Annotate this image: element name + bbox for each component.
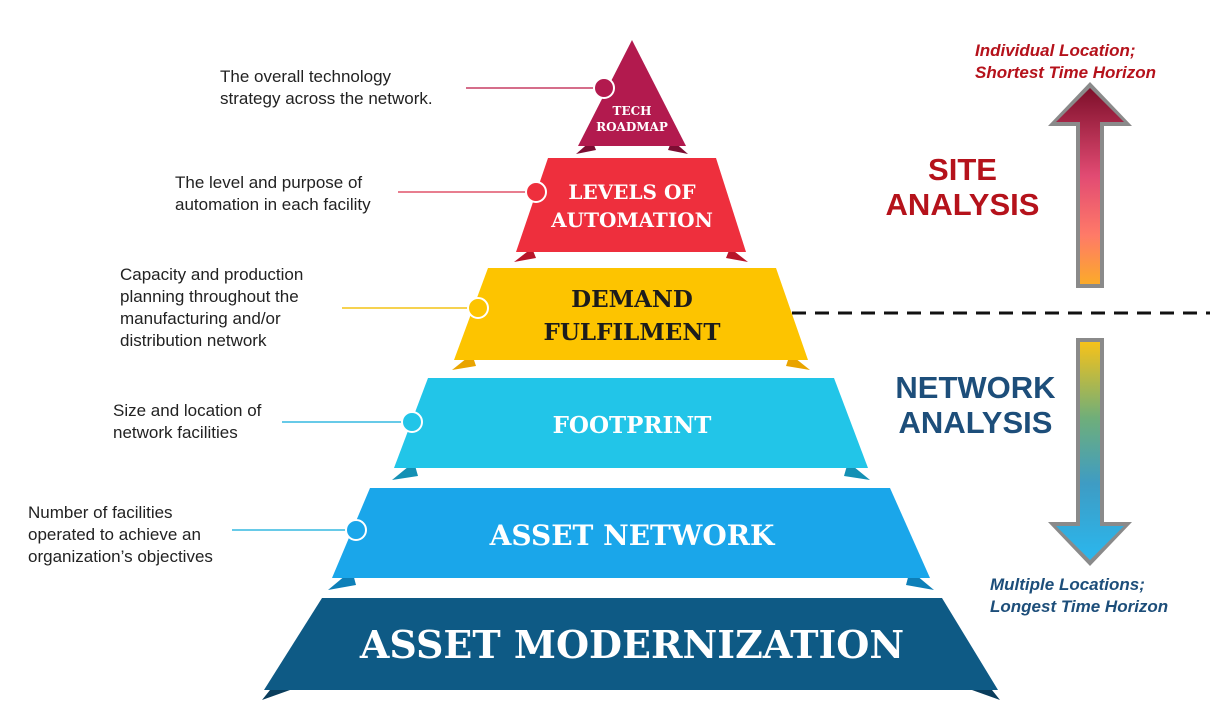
bottom-note-line: Multiple Locations; — [990, 575, 1145, 594]
description-line: organization’s objectives — [28, 547, 213, 566]
bottom-note: Multiple Locations; Longest Time Horizon — [990, 574, 1168, 618]
description-line: operated to achieve an — [28, 525, 201, 544]
arrow-up-icon — [1048, 82, 1132, 288]
level-demand-fulfilment: DEMAND FULFILMENT — [342, 268, 810, 370]
site-analysis-title: SITE ANALYSIS — [885, 152, 1040, 222]
description-levels-of-automation: The level and purpose of automation in e… — [175, 172, 371, 216]
description-demand-fulfilment: Capacity and production planning through… — [120, 264, 303, 352]
level-label-line2: ROADMAP — [596, 120, 668, 134]
description-line: The level and purpose of — [175, 173, 363, 192]
site-analysis-line: ANALYSIS — [885, 187, 1040, 222]
top-note: Individual Location; Shortest Time Horiz… — [975, 40, 1156, 84]
level-tech-roadmap: TECH ROADMAP — [466, 40, 688, 154]
band — [264, 598, 998, 690]
network-analysis-line: NETWORK — [895, 370, 1056, 405]
description-line: Number of facilities — [28, 503, 173, 522]
network-analysis-title: NETWORK ANALYSIS — [888, 370, 1063, 440]
network-analysis-line: ANALYSIS — [898, 405, 1053, 440]
level-label: ASSET NETWORK — [489, 519, 776, 552]
level-asset-network: ASSET NETWORK — [232, 488, 934, 590]
level-asset-modernization: ASSET MODERNIZATION — [262, 598, 1000, 700]
description-line: planning throughout the — [120, 287, 299, 306]
top-note-line: Shortest Time Horizon — [975, 63, 1157, 82]
band — [578, 40, 686, 146]
band — [516, 158, 746, 252]
leader-dot — [525, 181, 547, 203]
leader-dot — [345, 519, 367, 541]
level-label: ASSET MODERNIZATION — [359, 622, 904, 667]
description-line: automation in each facility — [175, 195, 371, 214]
band — [394, 378, 868, 468]
bottom-note-line: Longest Time Horizon — [990, 597, 1169, 616]
level-label-line1: LEVELS OF — [568, 180, 695, 204]
description-asset-network: Number of facilities operated to achieve… — [28, 502, 213, 568]
description-footprint: Size and location of network facilities — [113, 400, 261, 444]
site-analysis-line: SITE — [928, 152, 997, 187]
description-line: network facilities — [113, 423, 238, 442]
level-label-line1: TECH — [613, 104, 652, 118]
leader-dot — [467, 297, 489, 319]
band — [332, 488, 930, 578]
level-label: FOOTPRINT — [553, 412, 712, 439]
level-label-line2: FULFILMENT — [544, 319, 721, 346]
description-line: manufacturing and/or — [120, 309, 281, 328]
description-line: strategy across the network. — [220, 89, 433, 108]
level-levels-of-automation: LEVELS OF AUTOMATION — [398, 158, 748, 262]
level-footprint: FOOTPRINT — [282, 378, 870, 480]
level-label-line1: DEMAND — [571, 286, 693, 313]
top-note-line: Individual Location; — [975, 41, 1136, 60]
band — [454, 268, 808, 360]
description-line: distribution network — [120, 331, 267, 350]
leader-dot — [593, 77, 615, 99]
description-line: Capacity and production — [120, 265, 304, 284]
leader-dot — [401, 411, 423, 433]
arrow-down-icon — [1048, 338, 1132, 566]
description-line: Size and location of — [113, 401, 262, 420]
level-label-line2: AUTOMATION — [550, 208, 713, 232]
description-line: The overall technology — [220, 67, 392, 86]
description-tech-roadmap: The overall technology strategy across t… — [220, 66, 433, 110]
